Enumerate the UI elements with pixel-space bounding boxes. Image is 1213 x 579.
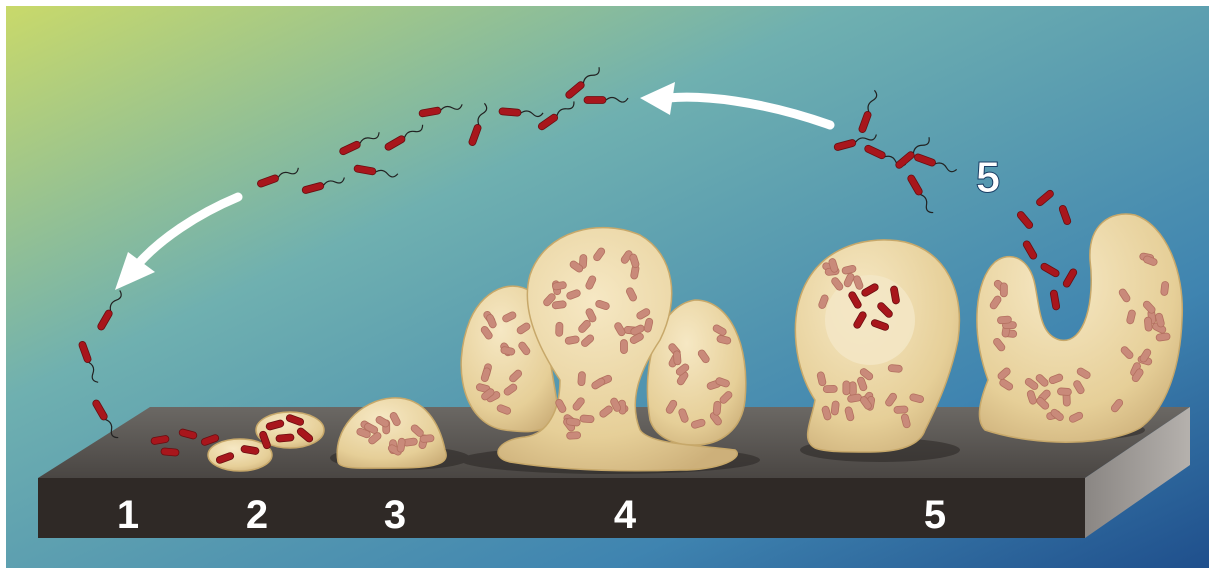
bacterium [580,415,595,423]
stage-label-3: 3 [384,493,406,537]
bacterium [1000,283,1007,297]
bacterium [997,316,1012,324]
bacterium [556,322,563,336]
bacterium [831,401,840,416]
bacterium [673,351,681,366]
stage-label-5: 5 [924,493,946,537]
bacterium [566,432,580,440]
stage-label-2: 2 [246,493,268,537]
bacterium [1160,281,1169,296]
bacterium [620,340,627,354]
bacterium [276,434,295,443]
bacterium [713,401,721,416]
stage-label-1: 1 [117,493,139,537]
bacterium [161,448,180,457]
bacterium [888,364,903,372]
bacterium [894,406,908,414]
bacterium [552,300,567,309]
bacterium [578,371,586,385]
stage-label-4: 4 [614,493,637,537]
bacterium [1057,388,1071,396]
bacterium [823,385,837,392]
dispersal-label: 5 [976,153,1000,202]
bacterium [843,381,850,395]
bacterium [1144,317,1152,332]
